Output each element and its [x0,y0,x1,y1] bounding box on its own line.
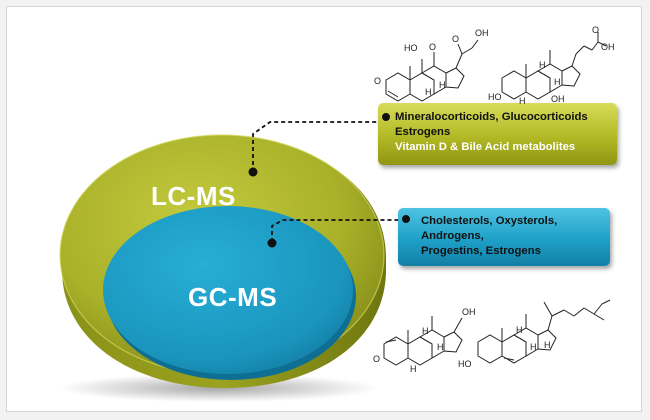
h-label-11: H [544,340,551,350]
gc-connector-line [271,219,398,242]
oxo-label-2: O [429,42,436,52]
lc-box-line-3: Vitamin D & Bile Acid metabolites [395,141,576,154]
h-label-6: H [410,364,417,374]
cholesterol-structure-icon: HO H H H [458,299,611,369]
ho-label-3: HO [458,359,472,369]
h-label-9: H [530,342,537,352]
ellipse-shadow [58,374,378,402]
oh-label-3: OH [462,307,476,317]
gc-ms-ellipse [103,206,353,374]
bile-acid-structure-icon: O OH HO OH H H H [488,26,614,106]
lc-box-line-2: Estrogens [395,126,451,139]
oh-label-2: OH [551,94,565,104]
gc-ms-label: GC-MS [188,282,278,312]
bullet-icon [382,113,390,121]
cooh-o-label: O [592,26,599,35]
gc-connector-dot [267,238,277,248]
oh-label-1: OH [475,28,489,38]
gc-box-line-3: Progestins, Estrogens [421,245,541,258]
h-label-7: H [437,342,444,352]
corticosteroid-structure-icon: O HO O O OH H H [374,28,489,102]
gc-box-line-1: Cholesterols, Oxysterols, [421,215,558,227]
oxo-label-1: O [374,76,381,86]
gc-box-line-2: Androgens, [421,230,484,243]
androgen-structure-icon: O OH H H H [373,307,476,374]
ho-label-2: HO [488,92,502,102]
h-label-1: H [439,80,446,90]
h-label-8: H [422,326,429,336]
lc-connector-dot [248,167,258,177]
lc-connector-line [252,121,378,172]
oxo-label-4: O [373,354,380,364]
h-label-5: H [539,60,546,70]
lc-box-line-1: Mineralocorticoids, Glucocorticoids [395,111,588,123]
oxo-label-3: O [452,34,459,44]
lc-ms-label: LC-MS [151,181,236,211]
lc-ms-info-box: Mineralocorticoids, Glucocorticoids Estr… [378,103,617,165]
h-label-10: H [516,325,523,335]
ho-label-1: HO [404,43,418,53]
cooh-oh-label: OH [601,42,614,52]
h-label-2: H [425,87,432,97]
bullet-icon [402,215,410,223]
h-label-3: H [519,96,526,106]
gc-ms-info-box: Cholesterols, Oxysterols, Androgens, Pro… [398,208,610,266]
h-label-4: H [554,77,561,87]
